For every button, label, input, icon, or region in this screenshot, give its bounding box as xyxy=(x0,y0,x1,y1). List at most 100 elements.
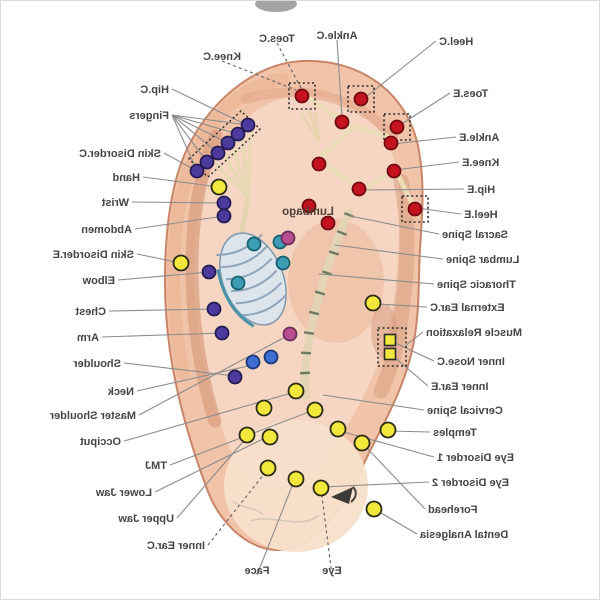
red-point xyxy=(407,201,423,217)
point-label: Face xyxy=(244,565,269,577)
point-label: Hand xyxy=(113,172,141,184)
red-point xyxy=(389,119,405,135)
yellow-point xyxy=(365,500,383,518)
leader-line xyxy=(171,114,229,144)
point-label: Lower Jaw xyxy=(95,487,152,499)
leader-line xyxy=(362,188,465,191)
leader-line xyxy=(322,394,425,411)
red-point xyxy=(320,215,336,231)
point-label: Arm xyxy=(77,332,99,344)
yellow-point xyxy=(238,426,256,444)
leader-line xyxy=(320,488,333,576)
red-point xyxy=(334,114,350,130)
leader-line xyxy=(176,435,249,519)
purple-point xyxy=(230,126,246,142)
red-point xyxy=(351,181,367,197)
point-label: Eye Disorder 1 xyxy=(437,452,514,464)
leader-line xyxy=(375,509,418,535)
point-label: Toes.C xyxy=(259,33,295,45)
point-label: Hip.C xyxy=(140,84,169,96)
hand-bones xyxy=(209,126,253,199)
yellow-point xyxy=(312,479,330,497)
yellow-point xyxy=(172,254,190,272)
leader-lines xyxy=(101,39,465,576)
point-label: Upper Jaw xyxy=(118,513,174,525)
point-label: Abdomen xyxy=(81,224,132,236)
point-label: Knee.C xyxy=(203,51,241,63)
point-label: Fingers xyxy=(129,110,169,122)
leader-line xyxy=(394,161,460,171)
leader-line xyxy=(349,215,440,235)
dotted-marker-box xyxy=(401,195,429,223)
magenta-point xyxy=(282,326,298,342)
point-label: Shoulder xyxy=(73,358,121,370)
point-label: Inner Ear.C xyxy=(147,540,205,552)
leader-line xyxy=(392,341,435,362)
lobe-arrow-tail xyxy=(350,486,357,503)
purple-point xyxy=(201,264,217,280)
yellow-point-square xyxy=(383,333,397,347)
yellow-point xyxy=(210,178,228,196)
point-label: Eye xyxy=(322,565,342,577)
blue-point xyxy=(245,354,261,370)
leader-line xyxy=(117,271,210,281)
point-label: TMJ xyxy=(145,460,167,472)
leader-line xyxy=(171,114,198,172)
red-point xyxy=(301,198,317,214)
point-label: Temples xyxy=(433,427,477,439)
leader-line xyxy=(334,244,444,260)
leader-line xyxy=(171,114,208,163)
purple-point xyxy=(240,117,256,133)
dotted-marker-box xyxy=(347,85,375,113)
teal-point xyxy=(230,275,246,291)
leader-line xyxy=(404,331,424,347)
purple-point xyxy=(216,208,232,224)
rib-line xyxy=(226,257,273,281)
purple-point xyxy=(206,301,222,317)
leader-line xyxy=(336,39,343,118)
spine-column xyxy=(301,209,353,400)
yellow-point xyxy=(364,294,382,312)
yellow-point xyxy=(287,382,305,400)
leader-line xyxy=(363,444,426,510)
leader-line xyxy=(318,273,435,285)
point-label: Occiput xyxy=(80,436,121,448)
point-label: Inner Nose.C xyxy=(437,356,505,368)
rib-cage xyxy=(216,232,288,328)
leader-line xyxy=(339,430,435,458)
teal-point xyxy=(275,255,291,271)
point-label: Master Shoulder xyxy=(49,410,136,422)
vertebra-tick xyxy=(321,270,333,276)
point-label: External Ear.C xyxy=(430,302,505,314)
leader-line xyxy=(138,334,290,416)
dotted-marker-box xyxy=(288,82,316,110)
leader-line xyxy=(131,201,224,204)
helix-scapha-shade xyxy=(167,72,290,380)
yellow-point xyxy=(379,421,397,439)
leg-bones xyxy=(303,93,416,208)
point-label: Hip.E xyxy=(467,184,495,196)
point-label: Dental Analgesia xyxy=(419,529,508,541)
leader-line xyxy=(322,481,430,488)
leader-line xyxy=(154,435,270,493)
antihelix-shadow xyxy=(185,129,223,428)
lobe-arrow-mark xyxy=(331,487,353,504)
point-label: Ankle.E xyxy=(459,132,499,144)
acupoints xyxy=(172,88,423,518)
teal-point xyxy=(246,236,262,252)
point-label: Toes.E xyxy=(453,88,488,100)
point-label: Neck xyxy=(107,386,134,398)
red-point xyxy=(386,163,402,179)
purple-point xyxy=(199,154,215,170)
rib-line xyxy=(221,245,268,269)
yellow-point xyxy=(287,470,305,488)
red-point xyxy=(383,135,399,151)
point-label: Heel.C xyxy=(439,36,473,48)
leader-line xyxy=(366,40,437,97)
vertebra-tick xyxy=(336,230,348,236)
purple-point xyxy=(189,163,205,179)
point-label: Thoracic Spine xyxy=(437,279,516,291)
vertebra-tick xyxy=(303,331,315,335)
